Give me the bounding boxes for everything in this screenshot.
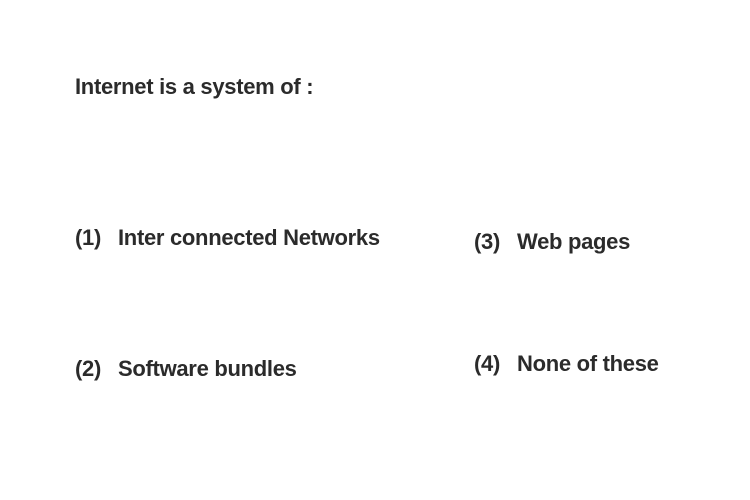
option-number: (1) bbox=[75, 225, 101, 250]
option-4[interactable]: (4) None of these bbox=[474, 351, 659, 377]
option-number: (4) bbox=[474, 351, 500, 376]
option-label: None of these bbox=[517, 351, 659, 376]
option-1[interactable]: (1) Inter connected Networks bbox=[75, 225, 380, 251]
question-text: Internet is a system of : bbox=[75, 74, 314, 99]
option-label: Software bundles bbox=[118, 356, 297, 381]
option-number: (2) bbox=[75, 356, 101, 381]
option-label: Web pages bbox=[517, 229, 631, 254]
option-number: (3) bbox=[474, 229, 500, 254]
option-2[interactable]: (2) Software bundles bbox=[75, 356, 297, 382]
option-3[interactable]: (3) Web pages bbox=[474, 229, 630, 255]
option-label: Inter connected Networks bbox=[118, 225, 380, 250]
